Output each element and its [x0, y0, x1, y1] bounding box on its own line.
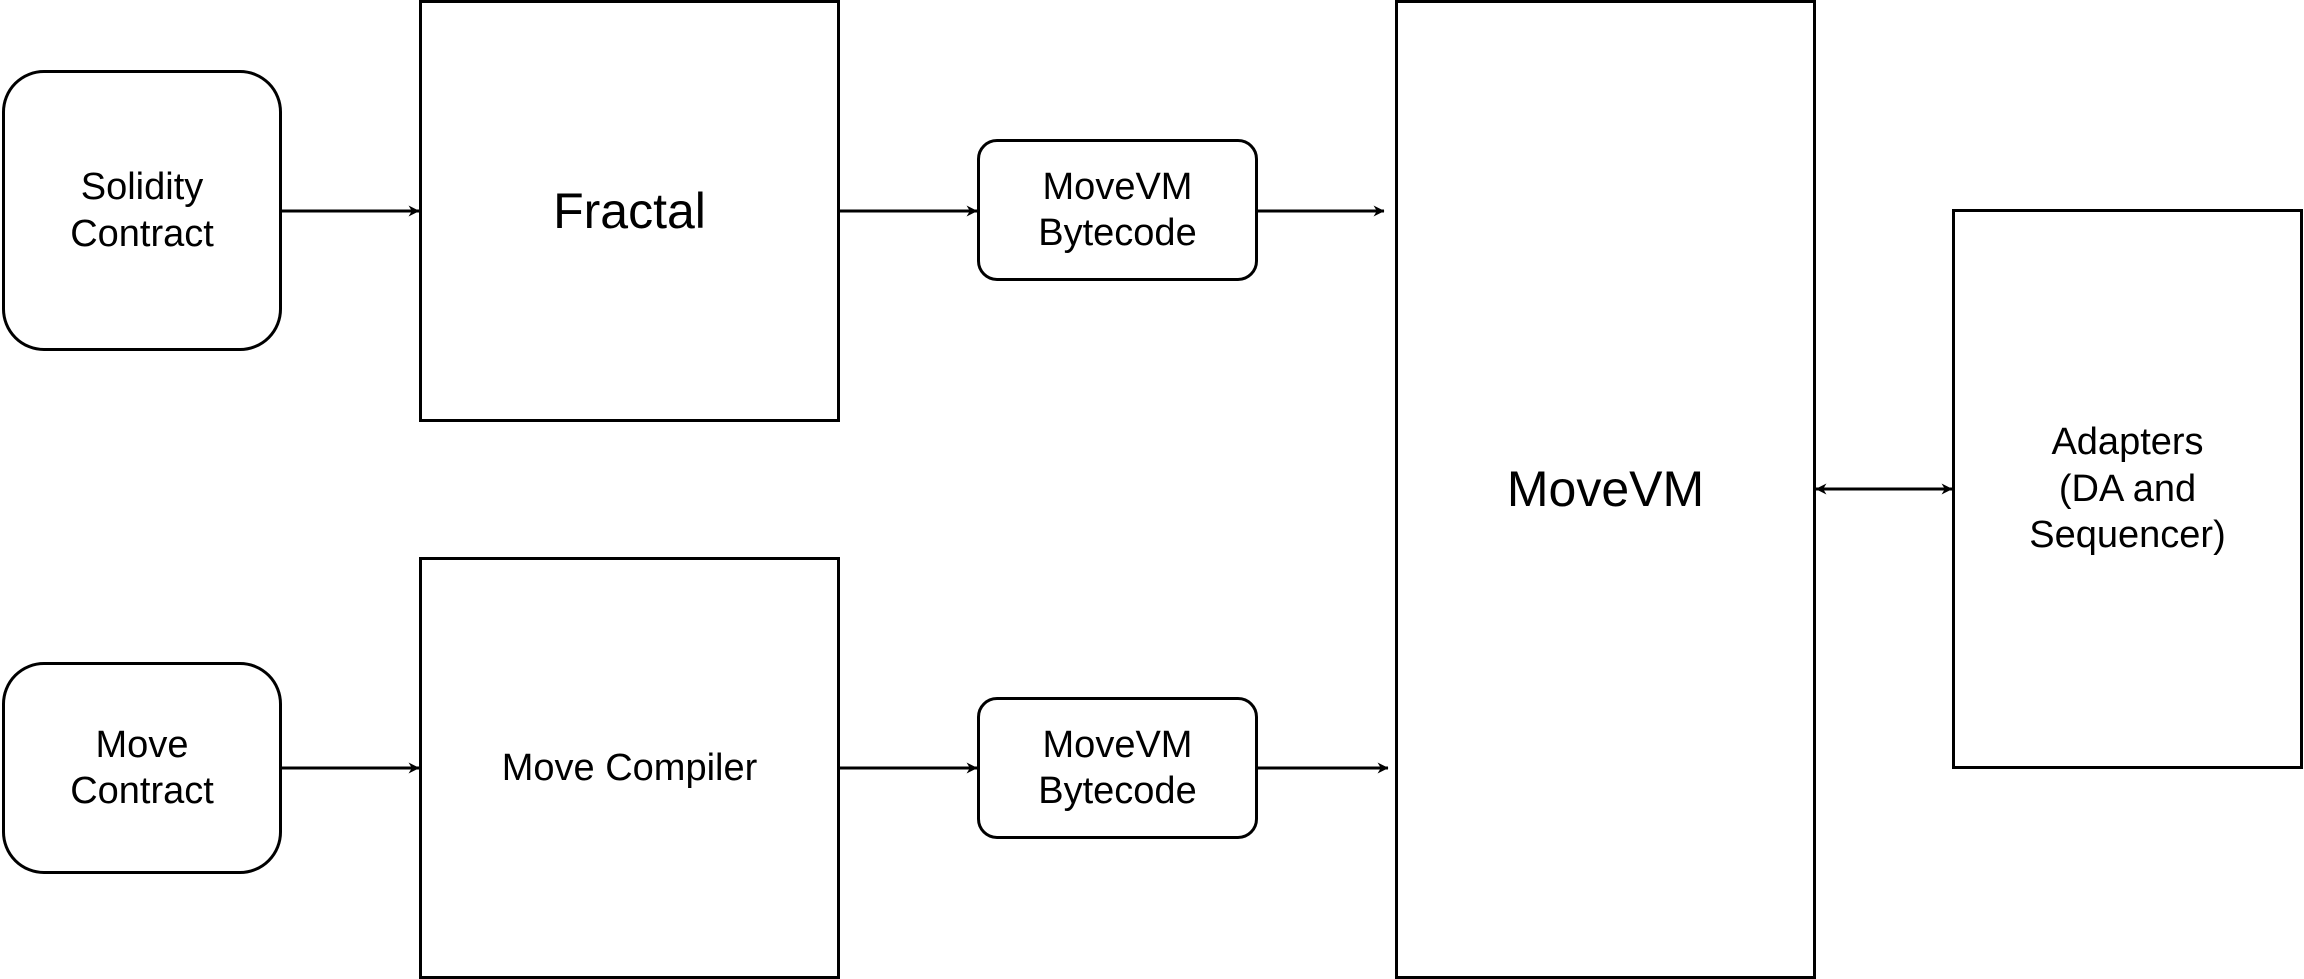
move-compiler-node: Move Compiler — [419, 557, 840, 979]
move-contract-label: Move Contract — [70, 723, 214, 812]
solidity-contract-node: Solidity Contract — [2, 70, 282, 351]
movevm-bytecode-bottom-node: MoveVM Bytecode — [977, 697, 1258, 839]
fractal-node: Fractal — [419, 0, 840, 422]
move-contract-node: Move Contract — [2, 662, 282, 874]
solidity-contract-label: Solidity Contract — [70, 166, 214, 255]
movevm-bytecode-top-node: MoveVM Bytecode — [977, 139, 1258, 281]
adapters-node: Adapters (DA and Sequencer) — [1952, 209, 2303, 769]
fractal-label: Fractal — [553, 182, 706, 239]
adapters-label: Adapters (DA and Sequencer) — [2029, 421, 2226, 557]
movevm-label: MoveVM — [1506, 461, 1705, 517]
move-compiler-label: Move Compiler — [501, 746, 758, 789]
movevm-node: MoveVM — [1395, 0, 1816, 979]
movevm-bytecode-bottom-label: MoveVM Bytecode — [1038, 723, 1197, 812]
movevm-bytecode-top-label: MoveVM Bytecode — [1038, 165, 1197, 254]
arrows — [282, 205, 1953, 774]
